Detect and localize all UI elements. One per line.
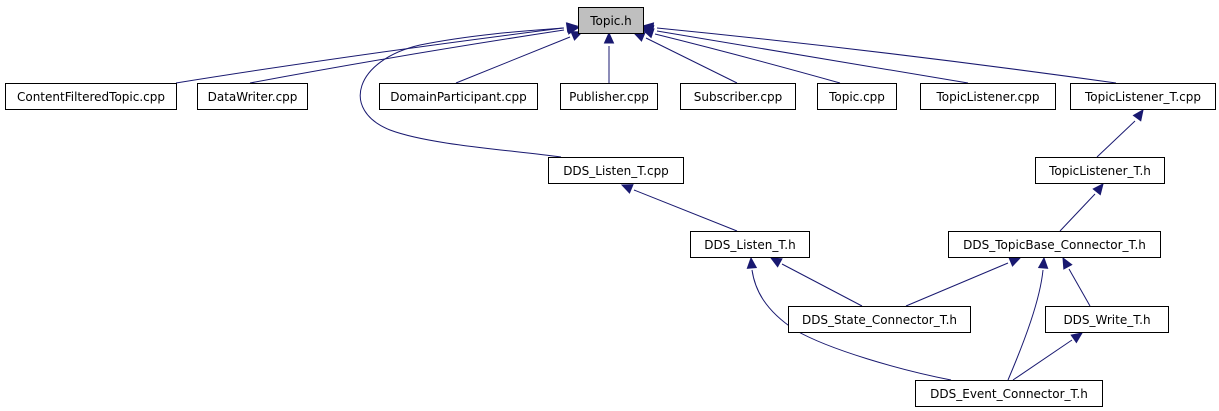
node-label: DDS_Write_T.h <box>1063 313 1150 327</box>
edge-topiclistener_t_h-to-topiclistener_t_cpp <box>1096 109 1144 158</box>
node-box[interactable] <box>788 306 971 333</box>
edge-line <box>905 262 1009 307</box>
node-box[interactable] <box>817 83 897 110</box>
edge-dds_listen_t_h-to-dds_listen_t_cpp <box>620 184 738 232</box>
node-label: DDS_Event_Connector_T.h <box>930 387 1088 401</box>
node-label: DomainParticipant.cpp <box>390 90 526 104</box>
node-publisher-cpp[interactable]: Publisher.cpp <box>560 83 658 110</box>
node-label: DataWriter.cpp <box>208 90 298 104</box>
node-box[interactable] <box>548 157 684 184</box>
arrowhead-icon <box>641 22 655 33</box>
node-label: Publisher.cpp <box>569 90 649 104</box>
node-box[interactable] <box>379 83 538 110</box>
arrowhead-icon <box>746 256 758 269</box>
node-box[interactable] <box>197 83 308 110</box>
node-box[interactable] <box>1035 157 1165 184</box>
node-box[interactable] <box>578 7 644 34</box>
edge-line <box>656 27 1117 84</box>
node-dds-write-t-h[interactable]: DDS_Write_T.h <box>1045 306 1169 333</box>
node-label: DDS_State_Connector_T.h <box>802 313 957 327</box>
node-box[interactable] <box>5 83 177 110</box>
edge-line <box>1059 193 1096 232</box>
node-label: DDS_Listen_T.h <box>704 238 795 252</box>
node-box[interactable] <box>920 83 1056 110</box>
node-dds-state-connector-t-h[interactable]: DDS_State_Connector_T.h <box>788 306 971 333</box>
node-box[interactable] <box>1070 83 1216 110</box>
node-box[interactable] <box>690 231 810 258</box>
node-box[interactable] <box>560 83 658 110</box>
node-dds-listen-t-h[interactable]: DDS_Listen_T.h <box>690 231 810 258</box>
arrowhead-icon <box>1092 183 1104 196</box>
node-label: Topic.cpp <box>828 90 885 104</box>
node-box[interactable] <box>680 83 796 110</box>
node-label: Subscriber.cpp <box>694 90 782 104</box>
edge-subscriber_cpp-to-topic_h <box>632 32 738 84</box>
node-topiclistener-t-cpp[interactable]: TopicListener_T.cpp <box>1070 83 1216 110</box>
node-label: TopicListener.cpp <box>935 90 1039 104</box>
edge-line <box>1068 268 1091 307</box>
edge-dds_state_connector_t_h-to-dds_listen_t_h <box>769 257 863 307</box>
node-label: DDS_Listen_T.cpp <box>563 164 669 178</box>
node-dds-topicbase-connector-t-h[interactable]: DDS_TopicBase_Connector_T.h <box>948 231 1161 258</box>
edge-line <box>633 189 738 232</box>
arrowhead-icon <box>1070 332 1083 344</box>
node-topiclistener-cpp[interactable]: TopicListener.cpp <box>920 83 1056 110</box>
node-dds-event-connector-t-h[interactable]: DDS_Event_Connector_T.h <box>915 380 1103 407</box>
edge-dds_event_connector_t_h-to-dds_topicbase_connector_t_h <box>1007 256 1049 381</box>
edge-line <box>781 263 863 307</box>
edge-dds_topicbase_connector_t_h-to-topiclistener_t_h <box>1059 183 1104 232</box>
edge-line <box>1096 120 1136 158</box>
node-topic-h[interactable]: Topic.h <box>578 7 644 34</box>
edge-line <box>455 36 571 84</box>
edge-line <box>751 269 952 381</box>
arrowhead-icon <box>769 257 783 268</box>
edges-layer <box>175 22 1144 381</box>
node-label: TopicListener_T.cpp <box>1084 90 1201 104</box>
node-datawriter-cpp[interactable]: DataWriter.cpp <box>197 83 308 110</box>
node-box[interactable] <box>915 380 1103 407</box>
edge-line <box>656 30 969 84</box>
edge-line <box>175 27 564 84</box>
edge-dds_write_t_h-to-dds_topicbase_connector_t_h <box>1062 256 1091 307</box>
node-cft-cpp[interactable]: ContentFilteredTopic.cpp <box>5 83 177 110</box>
edge-topiclistener_t_cpp-to-topic_h <box>641 22 1117 84</box>
arrowhead-icon <box>1132 109 1144 122</box>
edge-line <box>359 27 565 158</box>
arrowhead-icon <box>603 31 615 44</box>
node-label: DDS_TopicBase_Connector_T.h <box>963 238 1146 252</box>
node-topic-cpp[interactable]: Topic.cpp <box>817 83 897 110</box>
arrowhead-icon <box>1037 256 1049 269</box>
node-label: TopicListener_T.h <box>1048 164 1151 178</box>
edge-line <box>1007 269 1044 381</box>
edge-dds_state_connector_t_h-to-dds_topicbase_connector_t_h <box>905 257 1022 307</box>
edge-dds_event_connector_t_h-to-dds_write_t_h <box>1012 332 1083 381</box>
node-domainparticipant-cpp[interactable]: DomainParticipant.cpp <box>379 83 538 110</box>
edge-line <box>654 33 841 84</box>
edge-line <box>249 29 565 84</box>
arrowhead-icon <box>1062 256 1073 270</box>
edge-dds_listen_t_cpp-to-topic_h <box>359 22 580 158</box>
arrowhead-icon <box>620 184 634 194</box>
node-label: ContentFilteredTopic.cpp <box>17 90 165 104</box>
edge-line <box>645 37 738 84</box>
node-topiclistener-t-h[interactable]: TopicListener_T.h <box>1035 157 1165 184</box>
edge-dds_event_connector_t_h-to-dds_listen_t_h <box>746 256 952 381</box>
arrowhead-icon <box>567 22 580 34</box>
node-dds-listen-t-cpp[interactable]: DDS_Listen_T.cpp <box>548 157 684 184</box>
edge-publisher_cpp-to-topic_h <box>603 31 615 83</box>
node-box[interactable] <box>948 231 1161 258</box>
node-box[interactable] <box>1045 306 1169 333</box>
node-label: Topic.h <box>589 14 632 28</box>
edge-line <box>1012 339 1073 381</box>
node-subscriber-cpp[interactable]: Subscriber.cpp <box>680 83 796 110</box>
edge-topiclistener_cpp-to-topic_h <box>641 25 969 84</box>
arrowhead-icon <box>1008 257 1022 267</box>
